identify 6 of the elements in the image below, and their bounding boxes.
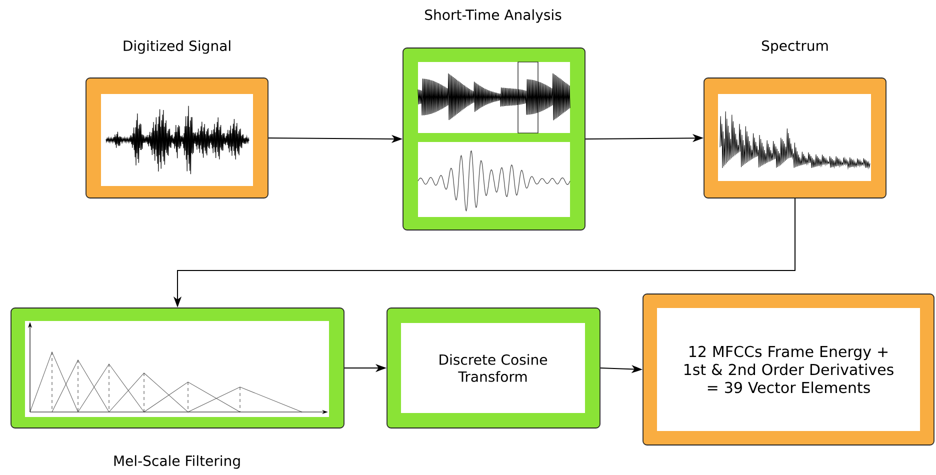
box-title: Short-Time Analysis — [425, 9, 562, 23]
box-title: Digitized Signal — [124, 40, 230, 54]
box-label: 12 MFCCs Frame Energy + 1st & 2nd Order Derivatives = 39 Vector Elements — [657, 308, 920, 431]
box-title: Mel-Scale Filtering — [114, 455, 240, 469]
box-label: Discrete Cosine Transform — [401, 323, 585, 413]
box-title: Spectrum — [762, 40, 828, 54]
